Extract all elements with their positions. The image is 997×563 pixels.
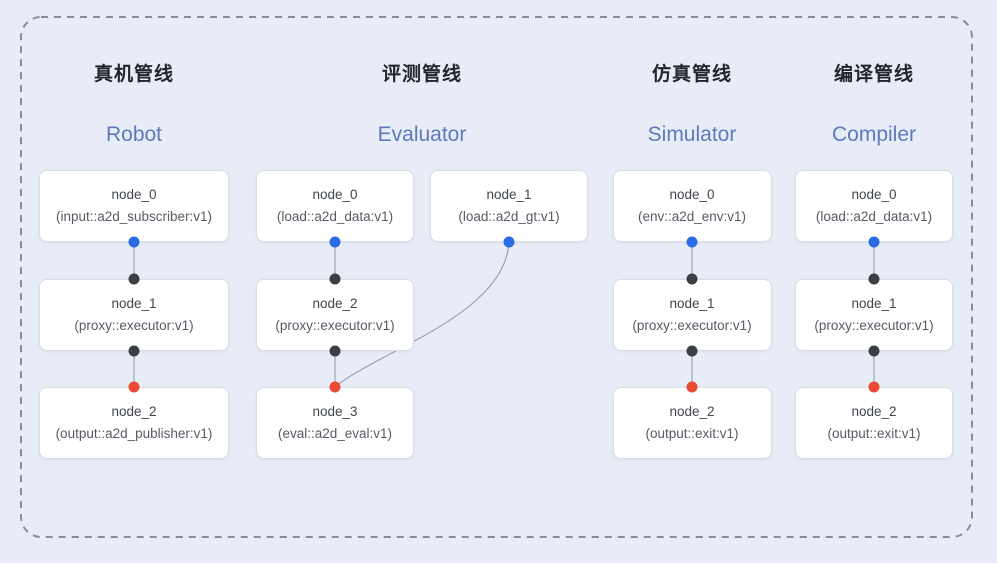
output-port-dot-black	[329, 345, 341, 357]
input-port-dot-black	[686, 273, 698, 285]
output-port-dot-blue	[329, 236, 341, 248]
output-port-dot-blue	[503, 236, 515, 248]
dashed-border	[20, 16, 973, 538]
edge-curve	[334, 241, 510, 388]
output-port-dot-black	[128, 345, 140, 357]
input-port-dot-red	[868, 381, 880, 393]
output-port-dot-black	[686, 345, 698, 357]
input-port-dot-red	[128, 381, 140, 393]
input-port-dot-black	[128, 273, 140, 285]
output-port-dot-blue	[686, 236, 698, 248]
input-port-dot-red	[329, 381, 341, 393]
output-port-dot-blue	[868, 236, 880, 248]
input-port-dot-black	[329, 273, 341, 285]
output-port-dot-blue	[128, 236, 140, 248]
input-port-dot-red	[686, 381, 698, 393]
output-port-dot-black	[868, 345, 880, 357]
input-port-dot-black	[868, 273, 880, 285]
